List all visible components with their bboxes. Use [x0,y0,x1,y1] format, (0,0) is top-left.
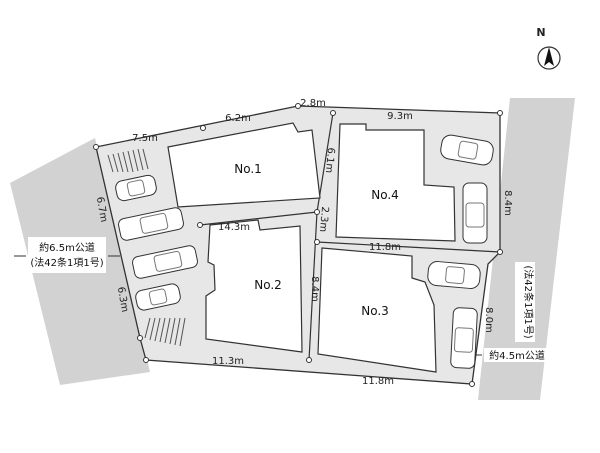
dim-bottom-right: 11.8m [362,376,394,387]
dim-top-right: 9.3m [387,111,413,122]
west-road-label-bg [28,237,106,273]
lot-label-3: No.3 [361,304,389,318]
dim-mid-diag: 14.3m [218,222,250,233]
dim-top-mid: 6.2m [225,113,251,124]
dim-bottom-left: 11.3m [212,356,244,367]
west-road-label-line2: (法42条1項1号) [30,256,103,269]
dim-between-1-2: 2.3m [317,206,330,233]
car-6 [462,182,488,244]
dim-left-upper: 6.7m [94,196,109,223]
lot-label-1: No.1 [234,162,262,176]
dim-lot1-right: 6.1m [323,147,336,174]
dim-lot2-right: 8.4m [309,276,320,302]
car-7 [427,261,481,289]
dim-lot3-right: 8.0m [483,307,494,333]
dim-lot4-bottom: 11.8m [369,242,401,253]
dim-left-lower: 6.3m [115,286,130,313]
dim-top-small: 2.8m [300,98,326,109]
car-2 [118,207,184,241]
lot-label-2: No.2 [254,278,282,292]
building-4 [335,123,456,242]
car-8 [450,307,478,369]
entrance-steps-bottom [144,317,186,347]
se-road-label: 約4.5m公道 [489,349,545,362]
survey-points [93,103,503,387]
east-road [478,98,575,400]
east-road-label: (法42条1項1号) [522,265,535,338]
east-road-label-bg [515,262,535,342]
dim-lot4-right: 8.4m [502,190,513,216]
car-3 [132,245,198,279]
lot-label-4: No.4 [371,188,399,202]
west-road-label-line1: 約6.5m公道 [39,241,95,254]
compass-label: N [536,26,545,39]
se-road-label-bg [484,348,550,362]
building-1 [167,122,321,208]
dim-top-left: 7.5m [132,133,158,144]
entrance-steps-top [107,148,149,173]
car-1 [115,174,157,202]
car-4 [135,283,181,311]
building-2 [205,219,303,353]
car-5 [440,134,494,166]
building-3 [317,247,437,373]
north-compass-icon [537,46,561,70]
